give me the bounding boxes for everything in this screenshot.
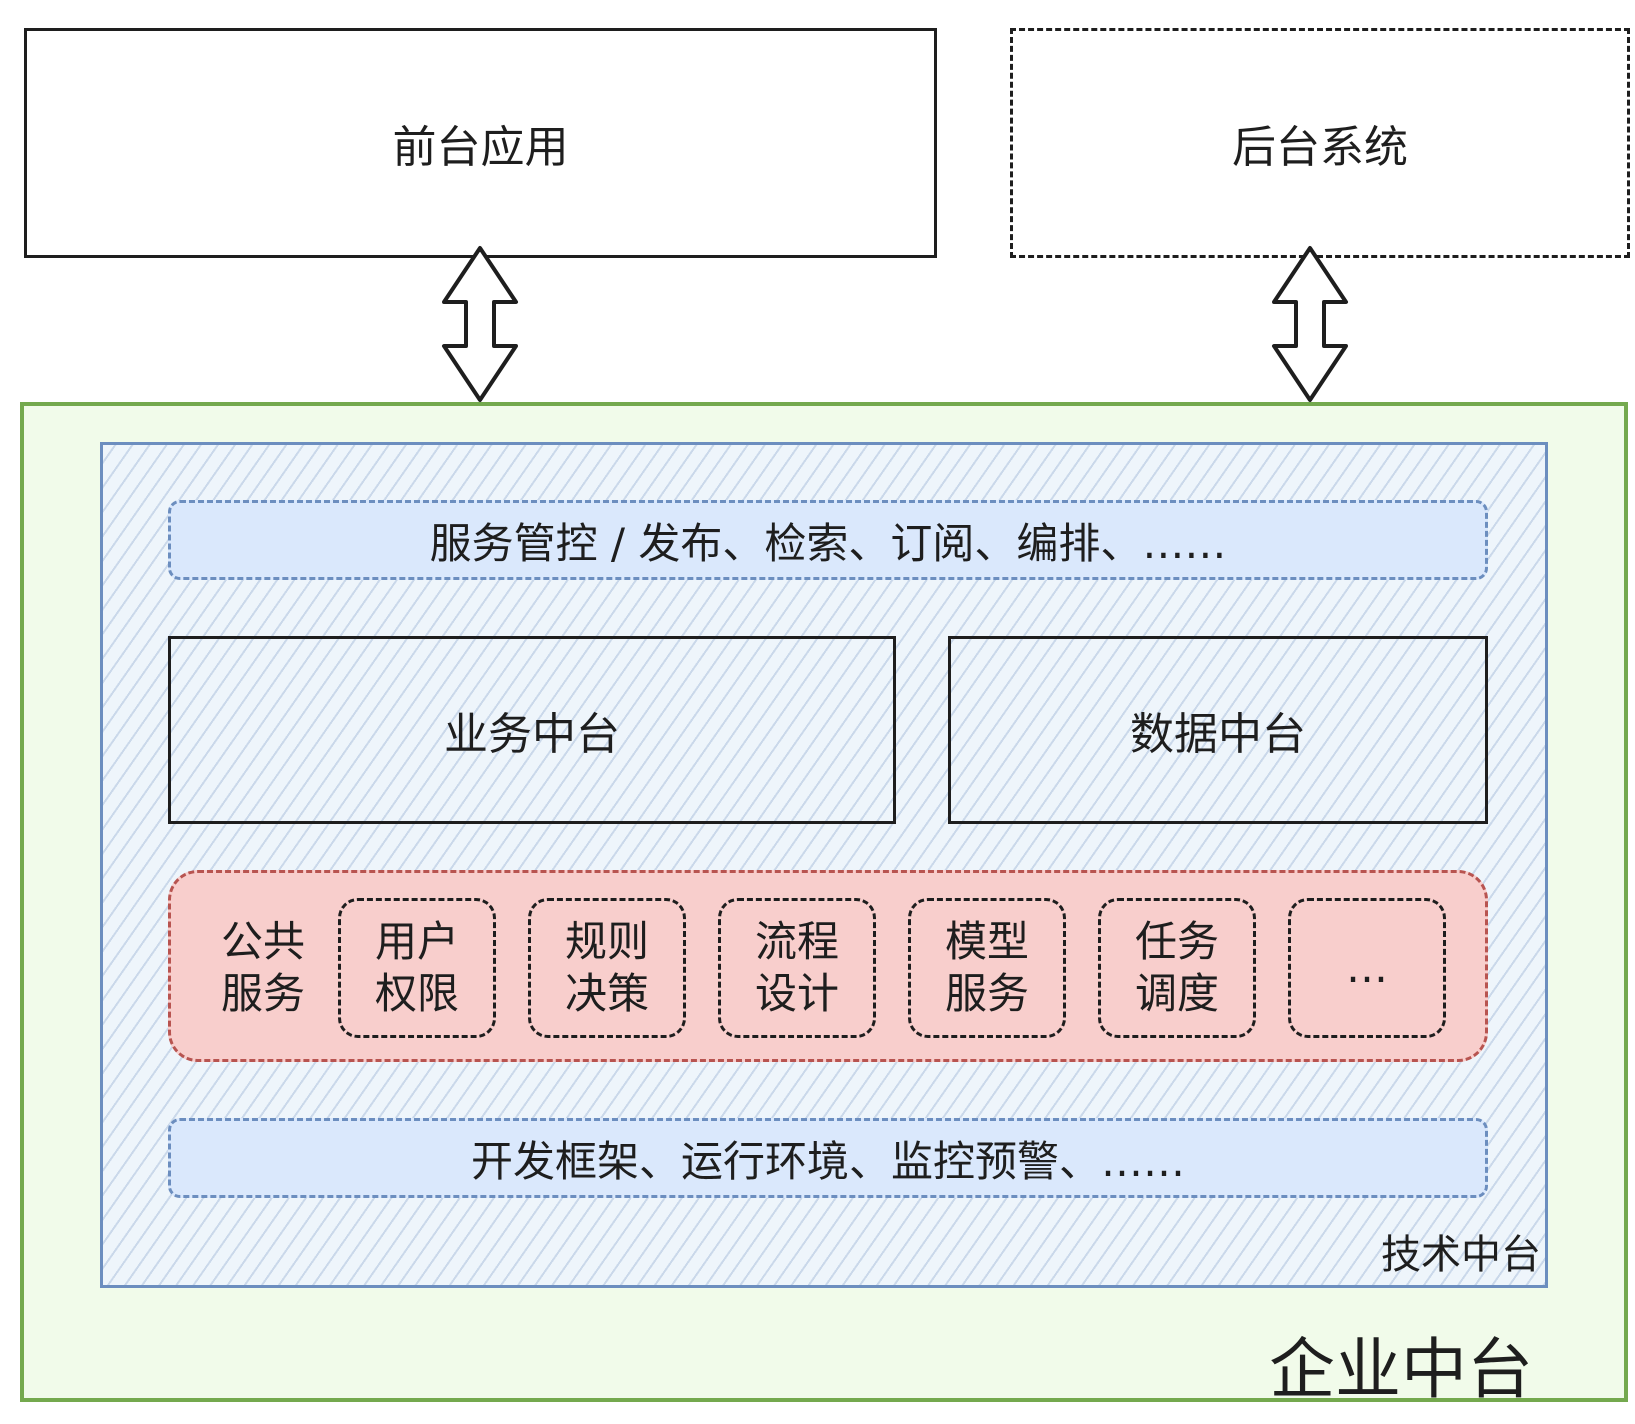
service-item-line1: 模型 [944, 917, 1029, 966]
backend-box: 后台系统 [1010, 28, 1630, 258]
common-services-box [168, 870, 1488, 1062]
service-item-line2: 设计 [754, 969, 839, 1018]
data-platform-box: 数据中台 [948, 636, 1488, 824]
service-user-permission: 用户 权限 [338, 898, 496, 1038]
service-item-line2: 权限 [374, 969, 459, 1018]
infrastructure-band: 开发框架、运行环境、监控预警、…… [168, 1118, 1488, 1198]
service-item-line2: 调度 [1134, 969, 1219, 1018]
service-item-line1: 流程 [754, 917, 839, 966]
service-governance-band: 服务管控 / 发布、检索、订阅、编排、…… [168, 500, 1488, 580]
service-model: 模型 服务 [908, 898, 1066, 1038]
common-services-label-line2: 服务 [220, 969, 305, 1018]
service-rule-decision: 规则 决策 [528, 898, 686, 1038]
backend-label: 后台系统 [1232, 122, 1408, 173]
business-platform-box: 业务中台 [168, 636, 896, 824]
service-item-line2: 决策 [564, 969, 649, 1018]
service-item-line1: 任务 [1134, 917, 1219, 966]
frontend-box: 前台应用 [24, 28, 937, 258]
frontend-label: 前台应用 [392, 122, 569, 173]
service-process-design: 流程 设计 [718, 898, 876, 1038]
service-item-line1: … [1346, 943, 1388, 992]
tech-platform-label: 技术中台 [1381, 1232, 1541, 1278]
common-services-label-line1: 公共 [220, 917, 305, 966]
service-item-line2: 服务 [944, 969, 1029, 1018]
common-services-label: 公共 服务 [208, 910, 318, 1026]
service-more: … [1288, 898, 1446, 1038]
service-item-line1: 用户 [374, 917, 459, 966]
enterprise-platform-label: 企业中台 [1269, 1331, 1533, 1408]
service-task-scheduling: 任务 调度 [1098, 898, 1256, 1038]
frontend-double-arrow-icon [442, 246, 518, 402]
service-item-line1: 规则 [564, 917, 649, 966]
backend-double-arrow-icon [1272, 246, 1348, 402]
